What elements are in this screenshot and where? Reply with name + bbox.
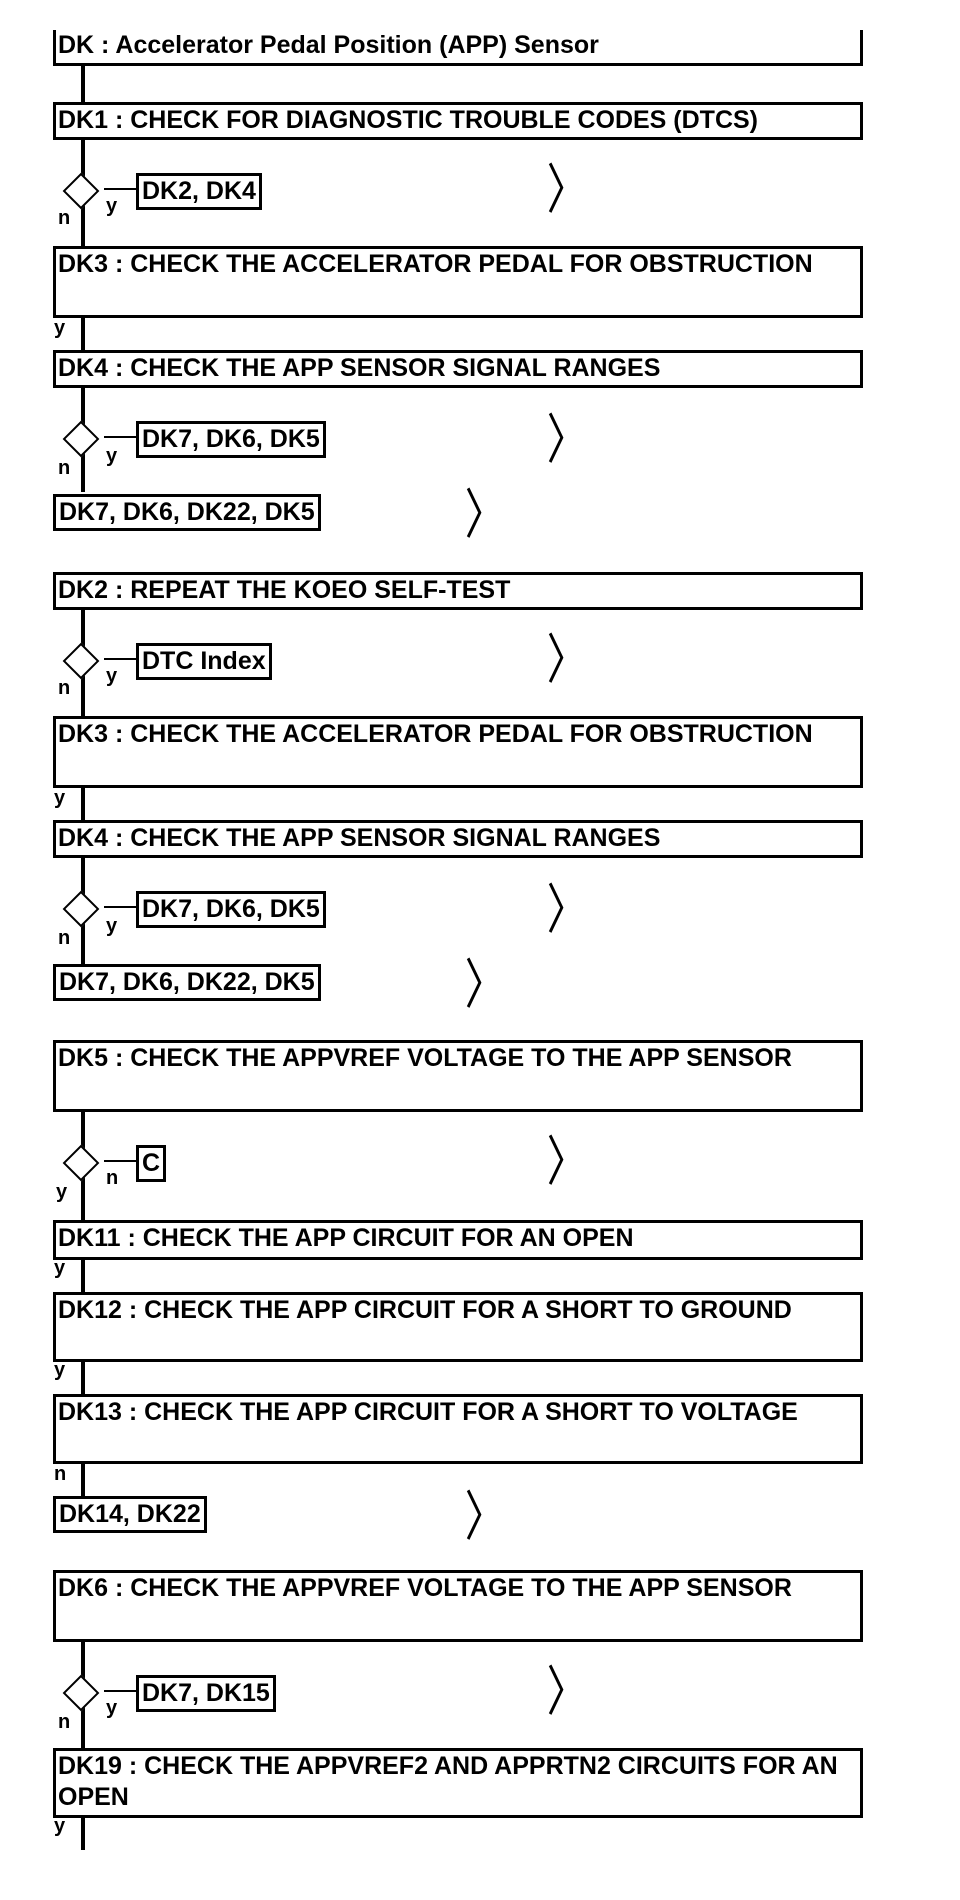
step-box: DK4 : CHECK THE APP SENSOR SIGNAL RANGES <box>53 350 863 388</box>
flowchart-title: DK : Accelerator Pedal Position (APP) Se… <box>53 30 863 66</box>
step-box: DK12 : CHECK THE APP CIRCUIT FOR A SHORT… <box>53 1292 863 1362</box>
decision-diamond <box>62 172 100 210</box>
chevron-right-icon[interactable]: 〉 <box>464 1485 506 1548</box>
connector-line <box>104 658 138 660</box>
branch-label: n <box>58 457 71 479</box>
target-box[interactable]: DK7, DK6, DK5 <box>136 891 326 928</box>
step-box: DK19 : CHECK THE APPVREF2 AND APPRTN2 CI… <box>53 1748 863 1818</box>
branch-label: y <box>106 445 118 467</box>
chevron-right-icon[interactable]: 〉 <box>464 483 506 546</box>
target-box[interactable]: DK7, DK6, DK5 <box>136 421 326 458</box>
target-box[interactable]: DK7, DK15 <box>136 1675 276 1712</box>
branch-label: n <box>58 1711 71 1733</box>
connector-line <box>81 1462 85 1498</box>
connector-line <box>81 58 85 104</box>
chevron-right-icon[interactable]: 〉 <box>546 408 588 471</box>
connector-line <box>104 1690 138 1692</box>
step-box: DK11 : CHECK THE APP CIRCUIT FOR AN OPEN <box>53 1220 863 1260</box>
step-box: DK5 : CHECK THE APPVREF VOLTAGE TO THE A… <box>53 1040 863 1112</box>
target-box[interactable]: DK7, DK6, DK22, DK5 <box>53 494 321 531</box>
edge-label: y <box>54 787 66 809</box>
step-box: DK13 : CHECK THE APP CIRCUIT FOR A SHORT… <box>53 1394 863 1464</box>
branch-label: y <box>106 665 118 687</box>
branch-label: y <box>106 1697 118 1719</box>
step-box: DK3 : CHECK THE ACCELERATOR PEDAL FOR OB… <box>53 246 863 318</box>
connector-line <box>81 786 85 822</box>
edge-label: n <box>54 1463 67 1485</box>
decision-diamond <box>62 1144 100 1182</box>
target-box[interactable]: DTC Index <box>136 643 272 680</box>
chevron-right-icon[interactable]: 〉 <box>464 953 506 1016</box>
connector-line <box>81 1816 85 1850</box>
connector-line <box>104 436 138 438</box>
chevron-right-icon[interactable]: 〉 <box>546 1130 588 1193</box>
decision-diamond <box>62 420 100 458</box>
connector-line <box>104 188 138 190</box>
edge-label: y <box>54 317 66 339</box>
edge-label: y <box>54 1257 66 1279</box>
decision-diamond <box>62 642 100 680</box>
connector-line <box>104 906 138 908</box>
branch-label: n <box>58 207 71 229</box>
connector-line <box>81 1258 85 1294</box>
chevron-right-icon[interactable]: 〉 <box>546 1660 588 1723</box>
branch-label: n <box>106 1167 119 1189</box>
step-box: DK6 : CHECK THE APPVREF VOLTAGE TO THE A… <box>53 1570 863 1642</box>
branch-label: y <box>106 195 118 217</box>
chevron-right-icon[interactable]: 〉 <box>546 628 588 691</box>
target-box[interactable]: DK7, DK6, DK22, DK5 <box>53 964 321 1001</box>
edge-label: y <box>54 1359 66 1381</box>
step-box: DK2 : REPEAT THE KOEO SELF-TEST <box>53 572 863 610</box>
target-box[interactable]: DK14, DK22 <box>53 1496 207 1533</box>
branch-label: y <box>106 915 118 937</box>
branch-label: n <box>58 927 71 949</box>
decision-diamond <box>62 890 100 928</box>
step-box: DK3 : CHECK THE ACCELERATOR PEDAL FOR OB… <box>53 716 863 788</box>
decision-diamond <box>62 1674 100 1712</box>
chevron-right-icon[interactable]: 〉 <box>546 158 588 221</box>
connector-line <box>81 316 85 352</box>
connector-line <box>104 1160 138 1162</box>
connector-line <box>81 1360 85 1396</box>
branch-label: y <box>56 1181 68 1203</box>
target-box[interactable]: C <box>136 1145 167 1182</box>
chevron-right-icon[interactable]: 〉 <box>546 878 588 941</box>
step-box: DK1 : CHECK FOR DIAGNOSTIC TROUBLE CODES… <box>53 102 863 140</box>
branch-label: n <box>58 677 71 699</box>
target-box[interactable]: DK2, DK4 <box>136 173 262 210</box>
edge-label: y <box>54 1815 66 1837</box>
step-box: DK4 : CHECK THE APP SENSOR SIGNAL RANGES <box>53 820 863 858</box>
